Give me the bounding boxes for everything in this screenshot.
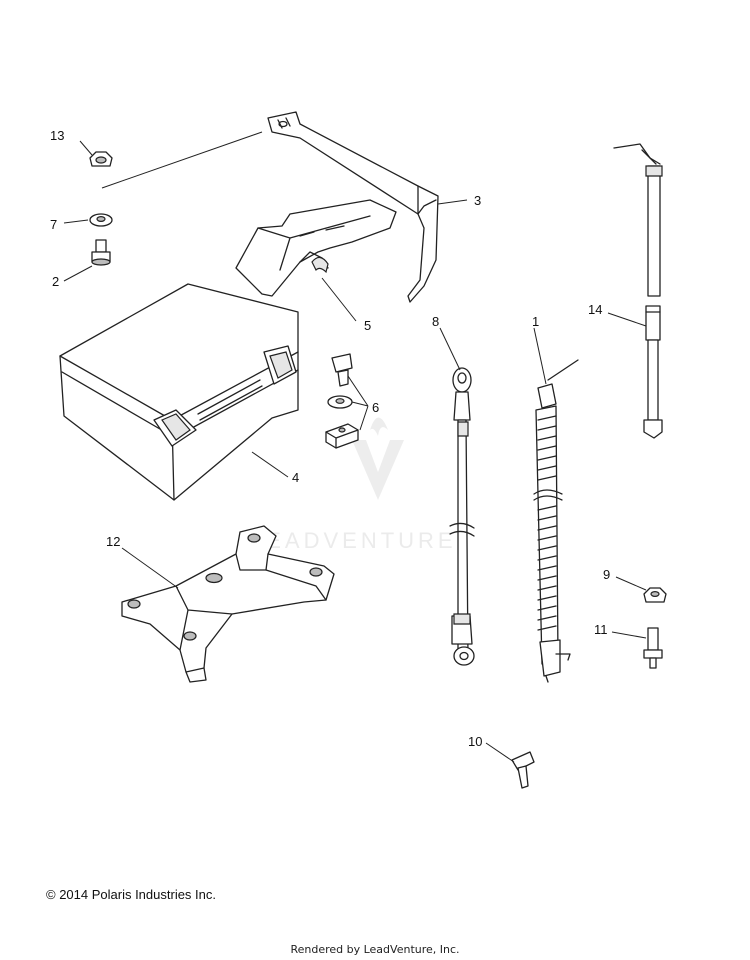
watermark-text: LEADVENTURE [250, 528, 457, 553]
battery-tray [121, 525, 335, 683]
watermark-logo: LEADVENTURE [250, 417, 457, 553]
leader-lines [63, 131, 647, 763]
terminal-hardware-6 [325, 353, 359, 449]
battery-hold-down-strap [267, 111, 439, 303]
battery [59, 283, 299, 501]
rendered-by-footer: Rendered by LeadVenture, Inc. [290, 943, 460, 956]
callout-4: 4 [292, 470, 299, 485]
callout-9: 9 [603, 567, 610, 582]
callout-labels: 1 2 3 4 5 6 7 8 9 10 11 12 13 14 [50, 128, 610, 749]
callout-14: 14 [588, 302, 602, 317]
callout-3: 3 [474, 193, 481, 208]
flange-nut-13 [89, 151, 113, 167]
callout-1: 1 [532, 314, 539, 329]
ground-cable [449, 367, 475, 666]
wire-harness [533, 359, 579, 683]
callout-10: 10 [468, 734, 482, 749]
vent-tube-14 [643, 305, 663, 439]
bolt-10 [511, 751, 535, 789]
copyright-notice: © 2014 Polaris Industries Inc. [46, 887, 216, 902]
callout-2: 2 [52, 274, 59, 289]
callout-7: 7 [50, 217, 57, 232]
battery-bracket-plate [235, 199, 397, 297]
callout-13: 13 [50, 128, 64, 143]
callout-11: 11 [594, 622, 608, 637]
callout-6: 6 [372, 400, 379, 415]
callout-8: 8 [432, 314, 439, 329]
nut-9 [643, 587, 667, 603]
bolt-2 [91, 239, 111, 266]
stud-11 [643, 627, 663, 669]
vent-tube-upper [613, 143, 663, 297]
washer-7 [89, 213, 113, 227]
callout-12: 12 [106, 534, 120, 549]
callout-5: 5 [364, 318, 371, 333]
